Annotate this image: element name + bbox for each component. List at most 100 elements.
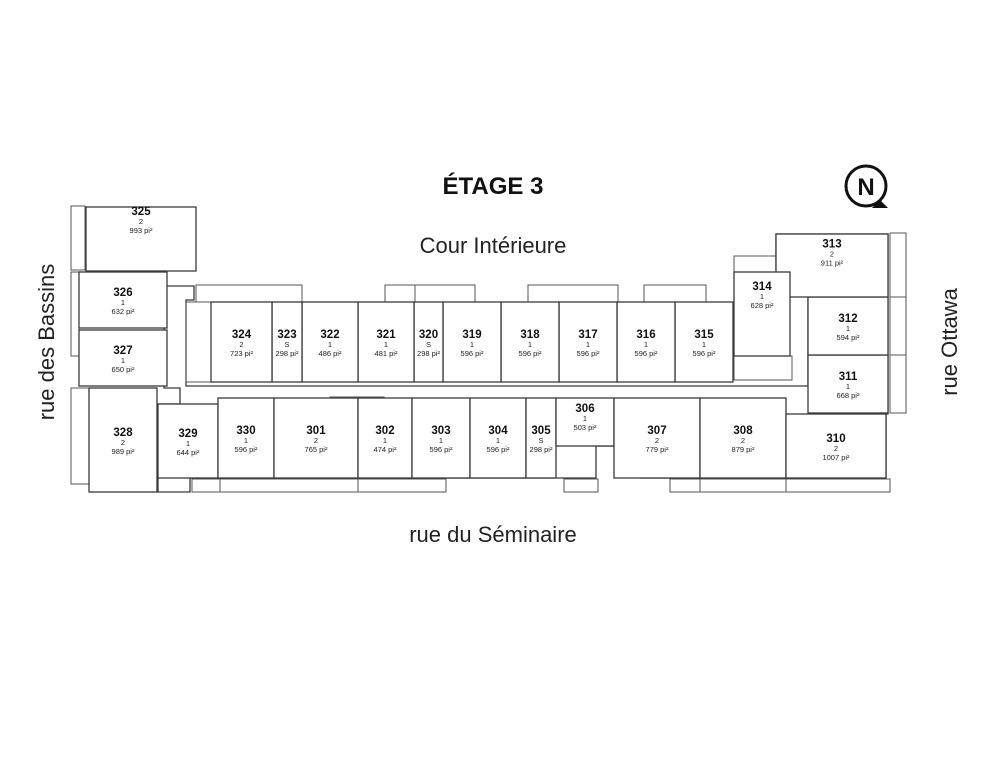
unit-area: 596 pi² [635, 349, 658, 358]
unit-outline [785, 413, 887, 479]
unit-type: 2 [655, 436, 659, 445]
unit-type: 1 [383, 436, 387, 445]
unit-type: 1 [702, 340, 706, 349]
unit-area: 1007 pi² [822, 453, 850, 462]
unit-area: 668 pi² [837, 391, 860, 400]
unit-number: 310 [826, 433, 845, 445]
unit-area: 879 pi² [732, 445, 755, 454]
unit-area: 596 pi² [487, 445, 510, 454]
unit-area: 298 pi² [530, 445, 553, 454]
unit-outline [775, 233, 889, 298]
unit-area: 596 pi² [693, 349, 716, 358]
unit-outline [613, 397, 701, 479]
unit-area: 298 pi² [417, 349, 440, 358]
unit-type: 1 [644, 340, 648, 349]
unit-type: S [284, 340, 289, 349]
unit-number: 326 [113, 287, 132, 299]
unit-outline [271, 301, 303, 383]
unit-number: 328 [113, 427, 133, 439]
unit-outline [85, 206, 197, 272]
unit-number: 308 [733, 425, 753, 437]
unit-outline [217, 397, 275, 479]
unit-number: 330 [236, 425, 255, 437]
unit-number: 302 [375, 425, 394, 437]
unit-outline [210, 301, 273, 383]
unit-area: 474 pi² [374, 445, 397, 454]
unit-number: 321 [376, 329, 396, 341]
unit-area: 596 pi² [577, 349, 600, 358]
unit-area: 911 pi² [821, 259, 844, 268]
unit-type: 2 [139, 217, 143, 226]
unit-type: 2 [121, 438, 125, 447]
unit-number: 317 [578, 329, 597, 341]
unit-outline [88, 387, 158, 493]
unit-outline [411, 397, 471, 479]
unit-area: 628 pi² [751, 301, 774, 310]
unit-number: 314 [752, 281, 772, 293]
unit-type: S [538, 436, 543, 445]
unit-type: 1 [470, 340, 474, 349]
unit-type: 1 [439, 436, 443, 445]
unit-outline [500, 301, 560, 383]
unit-type: 1 [846, 324, 850, 333]
unit-type: 1 [760, 292, 764, 301]
unit-type: 1 [496, 436, 500, 445]
unit-area: 596 pi² [461, 349, 484, 358]
floor-title: ÉTAGE 3 [443, 172, 544, 200]
unit-number: 313 [822, 239, 841, 251]
unit-outline [699, 397, 787, 479]
unit-area: 989 pi² [112, 447, 135, 456]
unit-number: 311 [839, 371, 858, 383]
unit-type: S [426, 340, 431, 349]
unit-type: 2 [741, 436, 745, 445]
unit-number: 303 [431, 425, 450, 437]
unit-number: 327 [113, 345, 132, 357]
unit-number: 304 [488, 425, 508, 437]
street-label-west: rue des Bassins [34, 264, 59, 421]
unit-outline [616, 301, 676, 383]
unit-outline [273, 397, 359, 479]
unit-number: 315 [694, 329, 714, 341]
street-label-north: Cour Intérieure [420, 233, 567, 258]
unit-area: 594 pi² [837, 333, 860, 342]
unit-area: 298 pi² [276, 349, 299, 358]
unit-number: 319 [462, 329, 481, 341]
unit-type: 1 [121, 298, 125, 307]
unit-type: 1 [244, 436, 248, 445]
unit-outline [357, 301, 415, 383]
unit-type: 2 [239, 340, 243, 349]
unit-area: 723 pi² [230, 349, 253, 358]
unit-number: 323 [277, 329, 296, 341]
unit-area: 993 pi² [130, 226, 153, 235]
